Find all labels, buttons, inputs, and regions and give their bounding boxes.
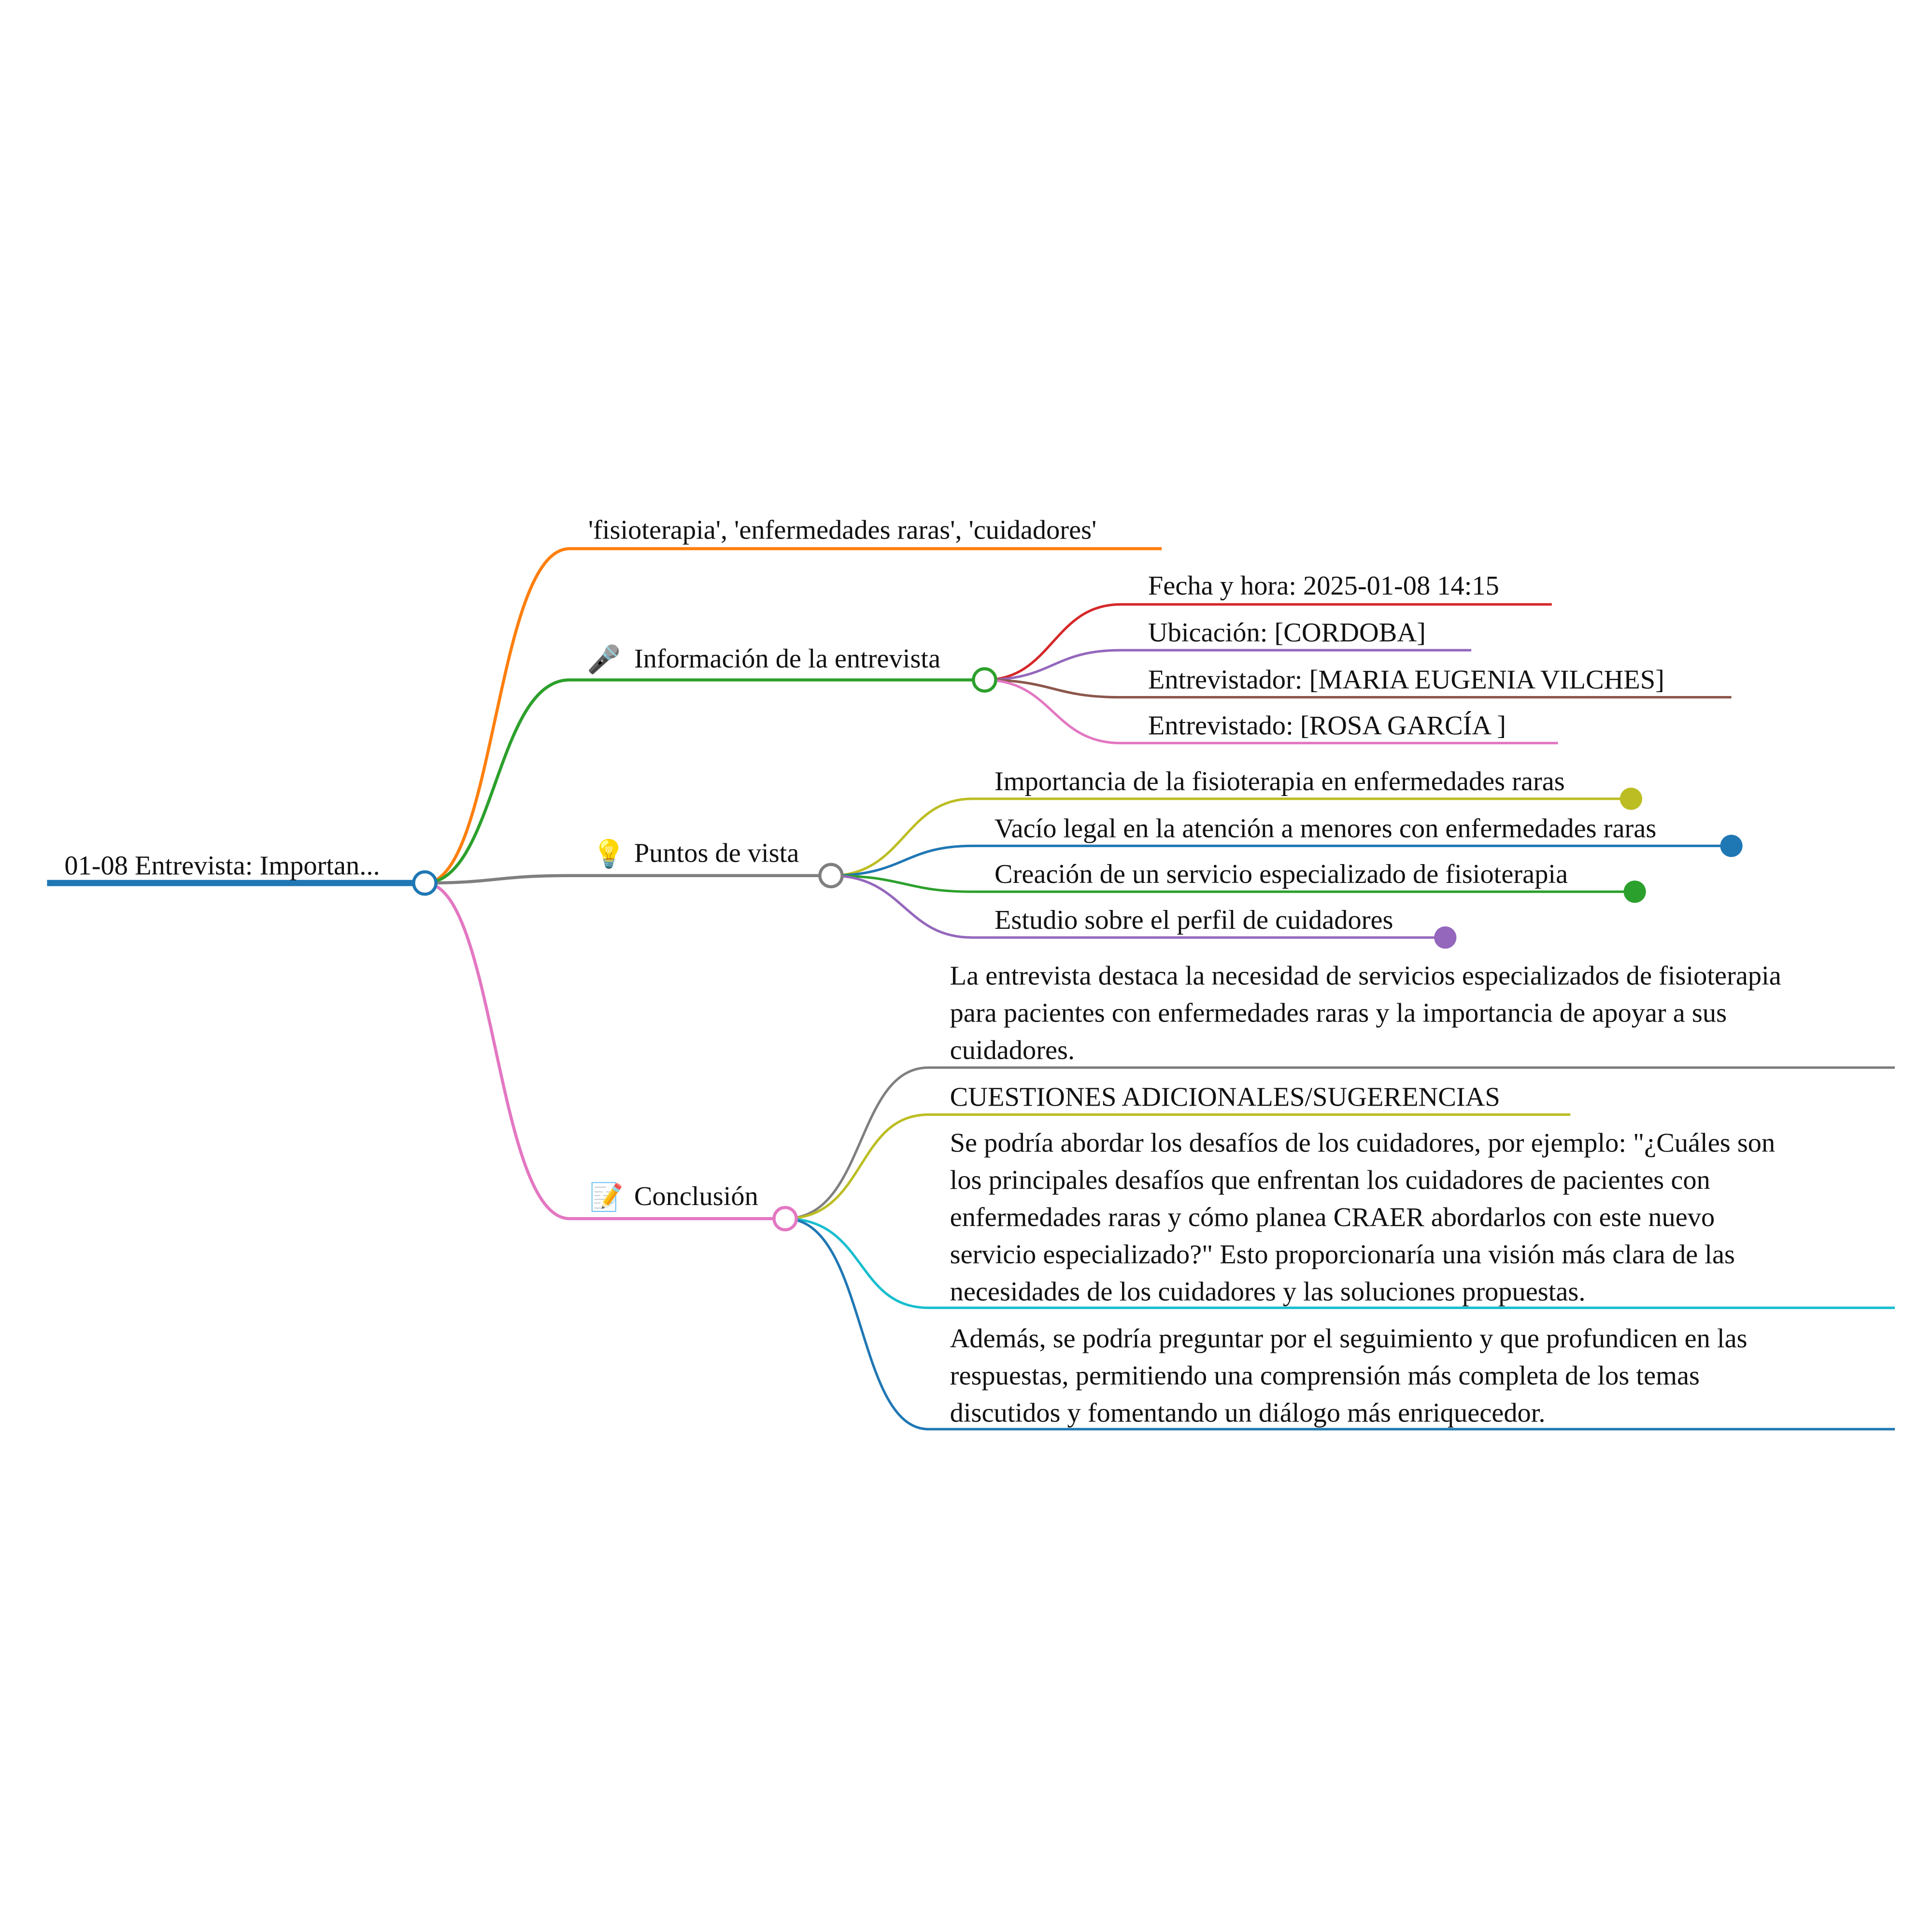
info-toggle[interactable] bbox=[972, 667, 997, 693]
text-line: cuidadores. bbox=[950, 1035, 1075, 1065]
views-child-line bbox=[831, 844, 1732, 877]
branch-views-line bbox=[425, 874, 831, 885]
root-toggle[interactable] bbox=[412, 870, 438, 896]
views-child-label[interactable]: Estudio sobre el perfil de cuidadores bbox=[994, 905, 1393, 935]
conclusion-child-line bbox=[785, 1217, 1895, 1431]
views-child-label[interactable]: Creación de un servicio especializado de… bbox=[994, 859, 1568, 889]
text-line: servicio especializado?" Esto proporcion… bbox=[950, 1239, 1735, 1269]
branch-info-line bbox=[425, 678, 985, 885]
text-line: Se podría abordar los desafíos de los cu… bbox=[950, 1128, 1776, 1158]
branch-conclusion-label[interactable]: Conclusión bbox=[634, 1181, 758, 1211]
views-child-label[interactable]: Importancia de la fisioterapia en enferm… bbox=[994, 767, 1565, 796]
text-line: los principales desafíos que enfrentan l… bbox=[950, 1165, 1710, 1195]
views-child-line bbox=[831, 874, 1635, 893]
collapsed-node-dot[interactable] bbox=[1720, 835, 1743, 857]
conclusion-child-line bbox=[785, 1217, 1895, 1309]
root-label[interactable]: 01-08 Entrevista: Importan... bbox=[64, 851, 380, 881]
collapsed-node-dot[interactable] bbox=[1623, 881, 1646, 903]
text-line: respuestas, permitiendo una comprensión … bbox=[950, 1361, 1700, 1391]
info-child-line bbox=[984, 679, 1558, 745]
info-child-label[interactable]: Ubicación: [CORDOBA] bbox=[1148, 618, 1426, 648]
info-child-line bbox=[984, 679, 1732, 699]
microphone-icon: 🎤 bbox=[587, 643, 621, 676]
text-line: Además, se podría preguntar por el segui… bbox=[950, 1324, 1747, 1354]
info-child-line bbox=[984, 603, 1552, 682]
views-child-line bbox=[831, 797, 1631, 877]
conclusion-child-line bbox=[785, 1113, 1571, 1220]
views-child-label[interactable]: Vacío legal en la atención a menores con… bbox=[994, 813, 1656, 843]
info-child-label[interactable]: Entrevistado: [ROSA GARCÍA ] bbox=[1148, 711, 1506, 741]
info-child-label[interactable]: Entrevistador: [MARIA EUGENIA VILCHES] bbox=[1148, 665, 1664, 695]
text-line: CUESTIONES ADICIONALES/SUGERENCIAS bbox=[950, 1082, 1500, 1112]
branch-conclusion-line bbox=[425, 881, 785, 1221]
views-toggle[interactable] bbox=[818, 863, 844, 889]
conclusion-child-line bbox=[785, 1066, 1895, 1220]
collapsed-node-dot[interactable] bbox=[1619, 787, 1642, 810]
text-line: enfermedades raras y cómo planea CRAER a… bbox=[950, 1202, 1715, 1232]
branch-keywords-line bbox=[425, 547, 1162, 885]
lightbulb-icon: 💡 bbox=[592, 838, 626, 870]
text-line: discutidos y fomentando un diálogo más e… bbox=[950, 1398, 1546, 1428]
branch-keywords-label[interactable]: 'fisioterapia', 'enfermedades raras', 'c… bbox=[588, 515, 1096, 545]
collapsed-node-dot[interactable] bbox=[1434, 926, 1457, 949]
branch-views-label[interactable]: Puntos de vista bbox=[634, 838, 799, 868]
conclusion-child-text[interactable]: Además, se podría preguntar por el segui… bbox=[950, 1324, 1754, 1428]
conclusion-child-text[interactable]: Se podría abordar los desafíos de los cu… bbox=[950, 1128, 1782, 1307]
info-child-label[interactable]: Fecha y hora: 2025-01-08 14:15 bbox=[1148, 571, 1499, 601]
views-child-line bbox=[831, 874, 1446, 939]
text-line: La entrevista destaca la necesidad de se… bbox=[950, 961, 1781, 991]
text-line: para pacientes con enfermedades raras y … bbox=[950, 998, 1727, 1028]
branch-info-label[interactable]: Información de la entrevista bbox=[634, 644, 940, 674]
conclusion-toggle[interactable] bbox=[772, 1206, 798, 1232]
memo-icon: 📝 bbox=[590, 1181, 624, 1213]
conclusion-child-text[interactable]: CUESTIONES ADICIONALES/SUGERENCIAS bbox=[950, 1082, 1500, 1112]
info-child-line bbox=[984, 649, 1472, 682]
text-line: necesidades de los cuidadores y las solu… bbox=[950, 1277, 1586, 1307]
conclusion-child-text[interactable]: La entrevista destaca la necesidad de se… bbox=[950, 961, 1788, 1065]
